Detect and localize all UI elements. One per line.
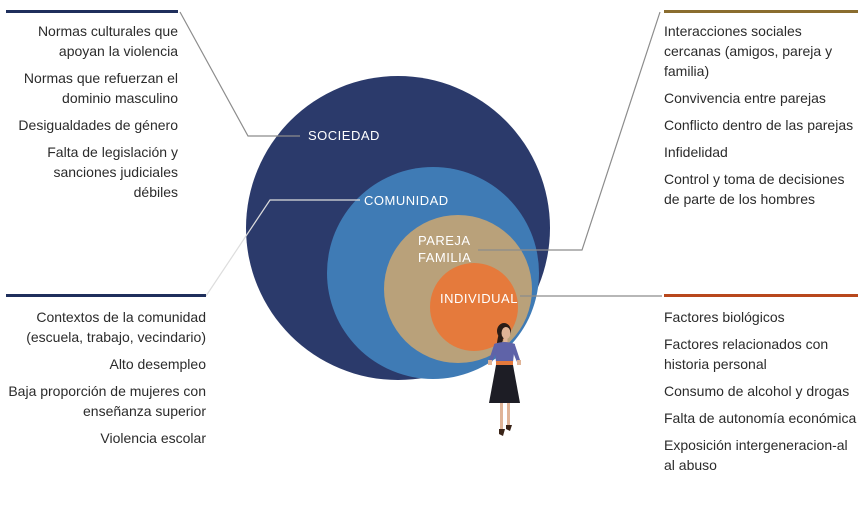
list-item: Factores biológicos [664,309,785,325]
list-item: Conflicto dentro de las parejas [664,117,854,133]
ring-label-individual: INDIVIDUAL [440,291,518,306]
list-item: Desigualdades de género [18,117,178,133]
list-item: Interacciones sociales cercanas (amigos,… [664,23,833,79]
list-item: Normas culturales que apoyan la violenci… [37,23,178,59]
panel-items-relaciones: Interacciones sociales cercanas (amigos,… [664,21,858,209]
list-item: Violencia escolar [100,430,206,446]
list-item: Contextos de la comunidad (escuela, trab… [26,309,206,345]
panel-relaciones: Interacciones sociales cercanas (amigos,… [664,10,858,216]
panel-comunidad: Contextos de la comunidad (escuela, trab… [6,294,206,455]
panel-bar-comunidad [6,294,206,297]
list-item: Falta de legislación y sanciones judicia… [47,144,178,200]
leader-line-comunidad [205,199,360,297]
list-item: Alto desempleo [109,356,206,372]
list-item: Normas que refuerzan el dominio masculin… [23,70,178,106]
list-item: Baja proporción de mujeres con enseñanza… [8,383,206,419]
panel-items-comunidad: Contextos de la comunidad (escuela, trab… [6,307,206,448]
list-item: Falta de autonomía económica [664,410,857,426]
list-item: Convivencia entre parejas [664,90,826,106]
panel-bar-sociedad [6,10,178,13]
panel-sociedad: Normas culturales que apoyan la violenci… [6,10,178,209]
ring-label-familia: FAMILIA [418,250,471,265]
list-item: Exposición intergeneracion-al al abuso [664,437,848,473]
panel-bar-individual [664,294,858,297]
leader-line-pareja [478,11,661,251]
woman-figure-icon [488,323,521,436]
ring-label-comunidad: COMUNIDAD [364,193,449,208]
list-item: Consumo de alcohol y drogas [664,383,850,399]
ring-label-pareja: PAREJA [418,233,471,248]
panel-items-sociedad: Normas culturales que apoyan la violenci… [6,21,178,202]
leader-line-sociedad [179,11,300,137]
list-item: Infidelidad [664,144,728,160]
panel-bar-relaciones [664,10,858,13]
panel-items-individual: Factores biológicos Factores relacionado… [664,307,858,475]
list-item: Control y toma de decisiones de parte de… [664,171,845,207]
list-item: Factores relacionados con historia perso… [664,336,829,372]
ring-label-sociedad: SOCIEDAD [308,128,380,143]
panel-individual: Factores biológicos Factores relacionado… [664,294,858,482]
ring-individual [430,263,518,351]
